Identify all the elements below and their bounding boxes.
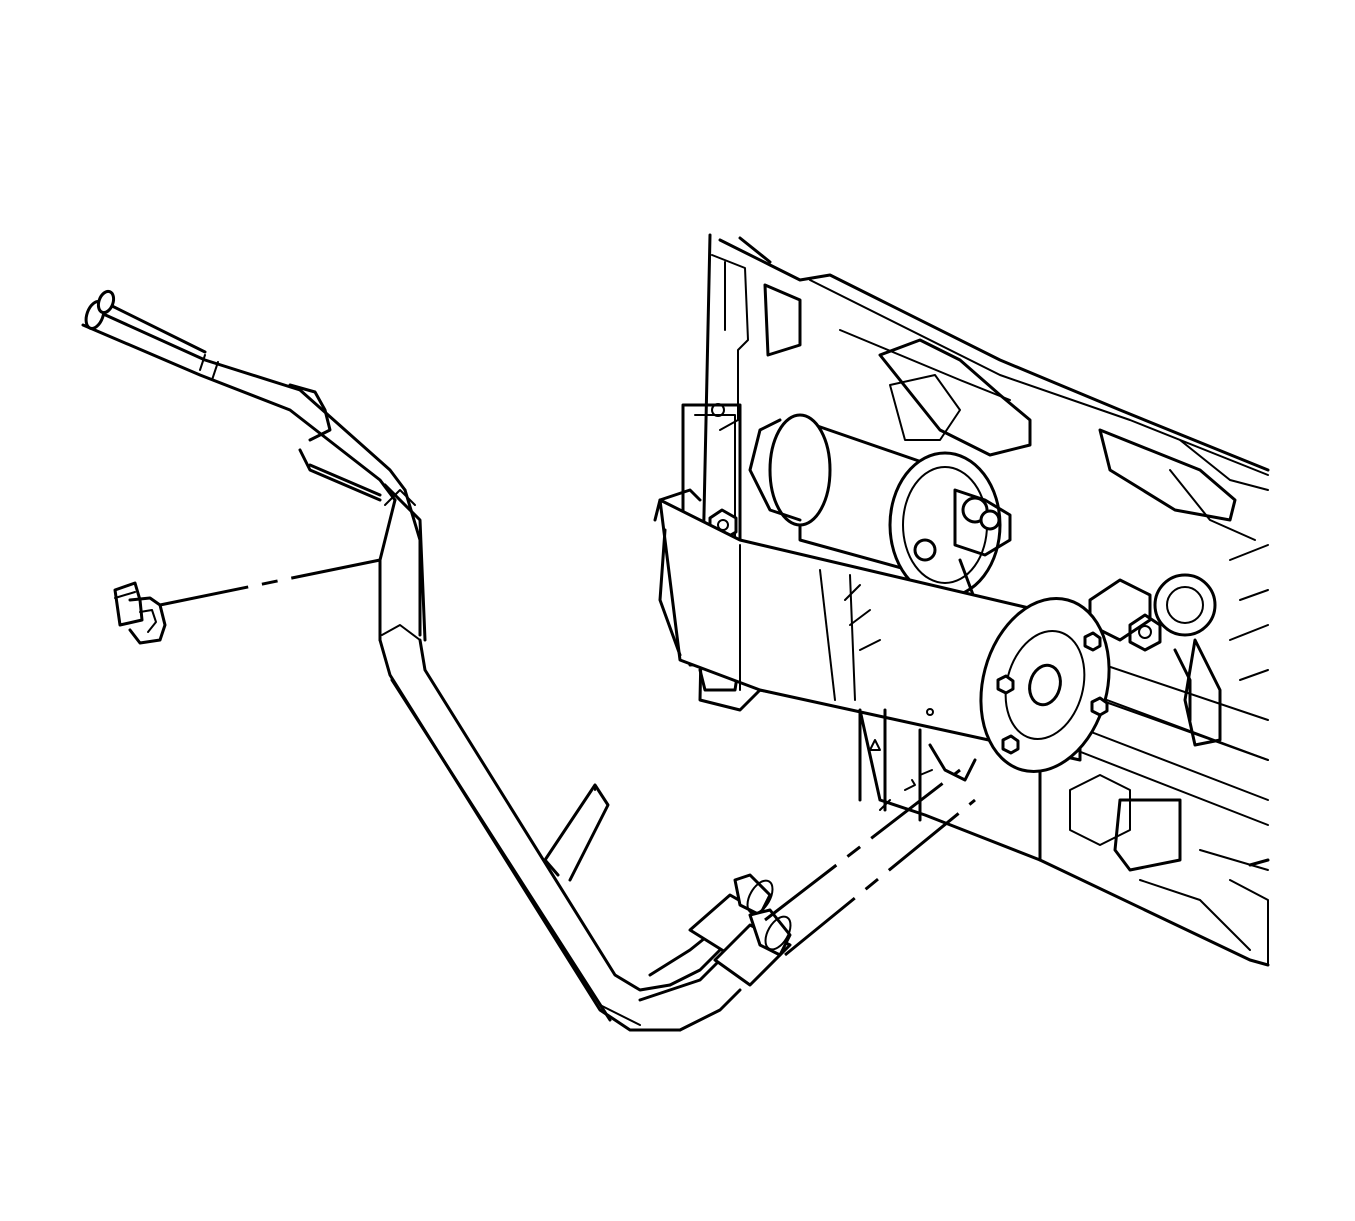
transmission-cooler-lines	[81, 289, 742, 1032]
starter-motor	[653, 413, 1111, 822]
fitting-leader-line	[764, 768, 961, 922]
leader-lines	[159, 558, 976, 957]
line-bracket	[543, 783, 610, 882]
retaining-clip	[113, 581, 167, 645]
line-fittings	[688, 873, 792, 987]
clip-leader-line	[159, 558, 381, 607]
